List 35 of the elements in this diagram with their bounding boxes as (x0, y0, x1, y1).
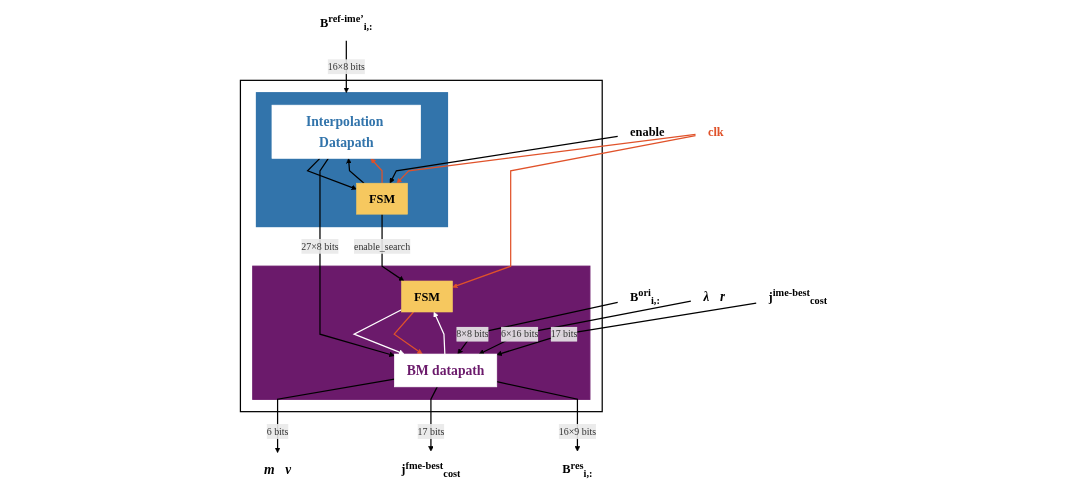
node-box: FSM (356, 182, 408, 215)
cluster (255, 92, 449, 228)
node-box: Interpolation Datapath (271, 104, 421, 159)
edge-label: 16×8 bits (327, 61, 365, 72)
arrow (370, 158, 383, 184)
node-text: m⃗v (263, 461, 292, 477)
node-box: BM datapath (394, 353, 498, 388)
edge-label: 17 bits (417, 425, 445, 437)
arrow (496, 381, 581, 452)
arrow (346, 158, 365, 184)
arrow (352, 309, 405, 355)
edge-label: 8×8 bits (456, 328, 489, 340)
cluster (252, 265, 591, 400)
arrow (478, 300, 692, 355)
node-box: FSM (401, 280, 453, 313)
arrow (452, 135, 697, 289)
arrow (396, 133, 697, 184)
edge-label: 6×16 bits (501, 328, 539, 340)
arrow (319, 157, 395, 357)
edge-label: 17 bits (550, 328, 578, 340)
edge-label: 6 bits (266, 425, 289, 437)
node-text: clk (707, 124, 724, 139)
node-text: enable (630, 124, 665, 139)
edge-label: enable_search (353, 240, 411, 252)
arrow (393, 311, 423, 355)
edge-label: 27×8 bits (301, 240, 339, 252)
arrow (306, 157, 357, 190)
edge-label: 16×9 bits (558, 425, 597, 437)
arrow (457, 301, 619, 355)
node-text: λ⃗r (703, 288, 726, 305)
arrow (496, 302, 757, 356)
arrow (433, 311, 446, 355)
cluster (239, 79, 603, 413)
arrow (389, 135, 619, 184)
arrow (274, 378, 395, 453)
